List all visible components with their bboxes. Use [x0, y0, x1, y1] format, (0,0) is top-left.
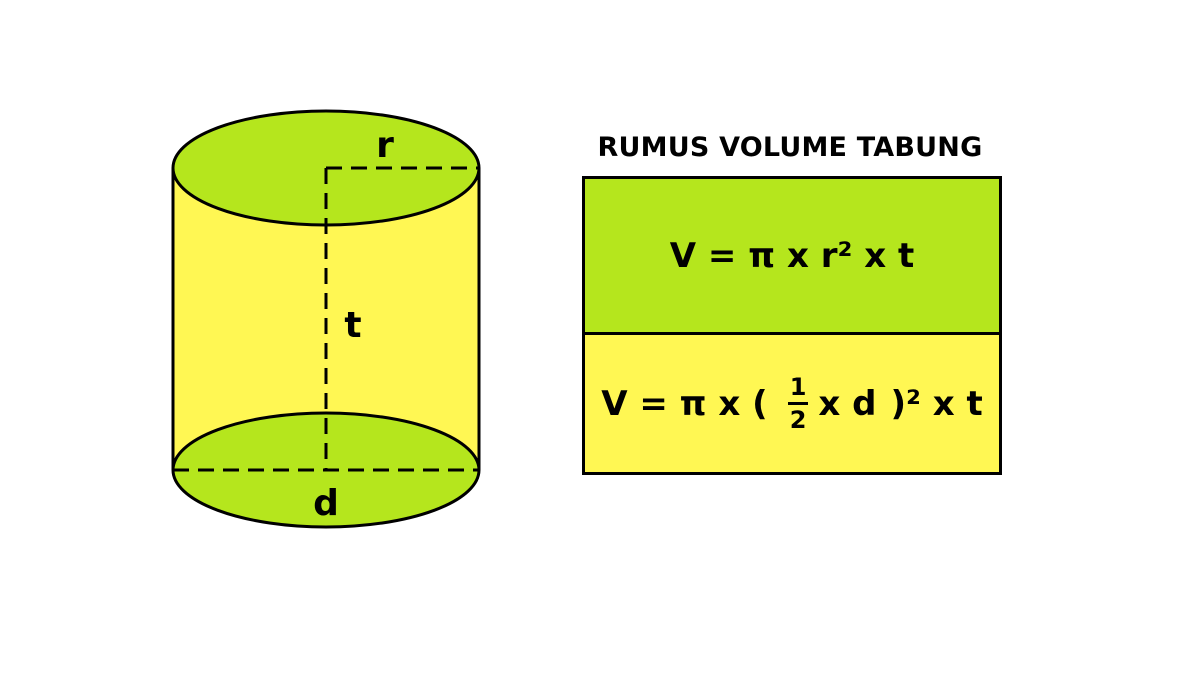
fraction-one-half: 1 2 [786, 375, 811, 432]
radius-label: r [376, 125, 394, 166]
formula-radius-text: V = π x r² x t [669, 235, 915, 276]
fraction-denominator: 2 [789, 406, 807, 434]
formula-diameter-prefix: V = π x ( [601, 383, 768, 424]
formula-diameter-suffix: )² x t [890, 383, 983, 424]
fraction-numerator: 1 [789, 373, 807, 401]
formula-row-diameter: V = π x ( 1 2 x d )² x t [585, 335, 999, 472]
formula-diameter-middle: x d [818, 383, 877, 424]
fraction-bar [788, 402, 809, 405]
diameter-label: d [313, 483, 339, 524]
formula-title: RUMUS VOLUME TABUNG [597, 132, 983, 163]
formula-box: V = π x r² x t V = π x ( 1 2 x d )² x t [582, 176, 1002, 475]
formula-row-radius: V = π x r² x t [585, 179, 999, 335]
height-label: t [344, 305, 361, 346]
